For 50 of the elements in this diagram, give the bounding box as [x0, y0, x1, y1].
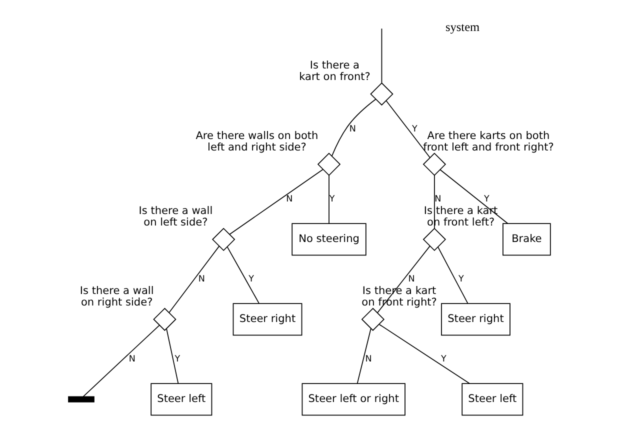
node-box: Steer left or right: [302, 383, 406, 416]
node-label: Are there walls on both left and right side?: [196, 130, 318, 154]
edge-label: Y: [458, 274, 464, 285]
connector: [229, 168, 324, 235]
node-diamond: [422, 152, 446, 176]
edge-label: N: [198, 274, 205, 285]
node-label: Is there a kart on front?: [299, 60, 370, 84]
edge-label: N: [128, 354, 136, 365]
connector: [331, 98, 376, 156]
node-box: No steering: [292, 223, 366, 256]
edge-label: N: [434, 194, 442, 205]
node-box: Steer left: [150, 383, 212, 416]
connector: [440, 169, 508, 224]
label: system: [445, 20, 480, 34]
node-label: Is there a wall on right side?: [80, 284, 154, 308]
node-label: Is there a wall on left side?: [138, 205, 213, 228]
node-box: Steer left: [462, 383, 524, 416]
connector: [166, 328, 179, 384]
node-bar: [68, 396, 94, 402]
node-box: Brake: [502, 223, 551, 256]
edge-label: Y: [248, 274, 254, 285]
edge-label: N: [408, 274, 415, 285]
edge-label: Y: [174, 354, 180, 365]
edge-label: N: [349, 124, 356, 134]
edge-label: Y: [484, 194, 490, 205]
node-box: Steer right: [441, 303, 510, 336]
node-diamond: [317, 152, 341, 176]
node-diamond: [422, 228, 446, 252]
connector: [168, 246, 220, 313]
connector: [434, 174, 435, 229]
connector: [381, 28, 382, 84]
connector: [82, 324, 160, 397]
node-diamond: [153, 308, 176, 331]
node-label: Are there karts on both front left and front right?: [423, 130, 554, 154]
connector: [356, 328, 372, 384]
node-box: Steer right: [232, 303, 302, 336]
node-diamond: [370, 82, 394, 106]
node-diamond: [361, 308, 385, 331]
connector: [378, 324, 470, 384]
edge-label: Y: [329, 194, 335, 205]
edge-label: Y: [412, 124, 418, 134]
connector: [386, 100, 430, 158]
connector: [226, 246, 260, 304]
edge-label: N: [365, 354, 372, 365]
edge-label: Y: [440, 354, 446, 365]
edge-label: N: [286, 194, 293, 205]
connector: [438, 246, 468, 304]
connector: [328, 174, 330, 224]
connector: [377, 246, 430, 313]
node-diamond: [212, 228, 236, 252]
